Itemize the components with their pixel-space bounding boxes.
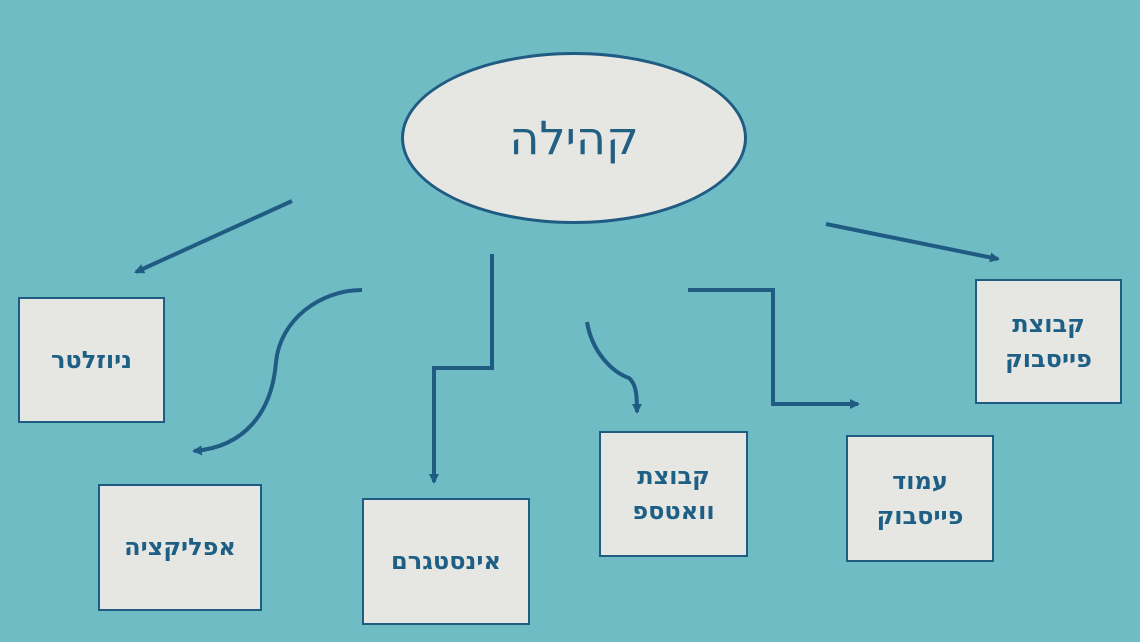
node-facebook-page: עמוד פייסבוק [846, 435, 994, 562]
node-label: עמוד פייסבוק [876, 466, 964, 530]
arrow-to-facebook-group [825, 222, 1000, 263]
node-label: קבוצת וואטספ [632, 462, 715, 525]
center-label: קהילה [509, 111, 639, 165]
node-newsletter: ניוזלטר [18, 297, 165, 423]
node-facebook-group: קבוצת פייסבוק [975, 279, 1122, 404]
node-app: אפליקציה [98, 484, 262, 611]
node-instagram: אינסטגרם [362, 498, 530, 625]
node-label: ניוזלטר [50, 345, 133, 374]
arrow-to-newsletter [134, 199, 293, 274]
arrow-to-facebook-page [688, 288, 860, 409]
node-label: אפליקציה [124, 533, 236, 562]
arrow-to-app [192, 288, 363, 456]
node-whatsapp-group: קבוצת וואטספ [599, 431, 748, 557]
arrow-to-whatsapp-group [585, 321, 642, 414]
node-label: אינסטגרם [391, 547, 501, 576]
center-node: קהילה [401, 52, 747, 224]
node-label: קבוצת פייסבוק [1005, 309, 1092, 373]
arrow-to-instagram [429, 254, 494, 484]
